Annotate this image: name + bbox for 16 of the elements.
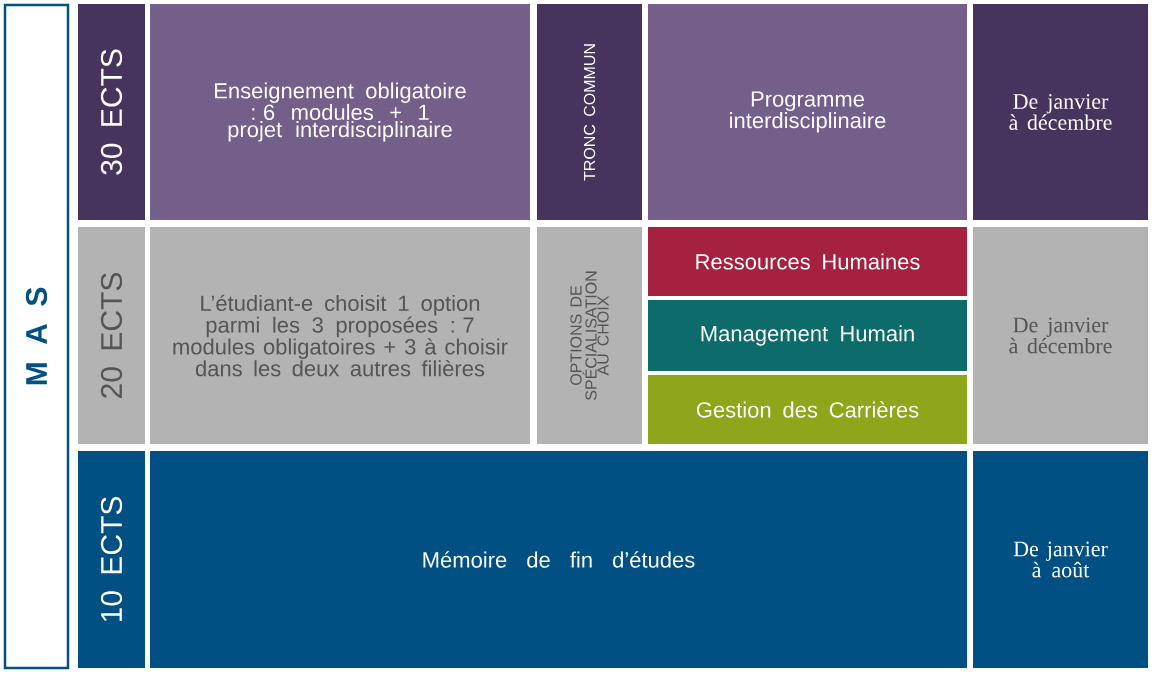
period-box: De janvier à décembre [973,227,1148,444]
credit-box: 20 ECTS [78,227,145,444]
category-box: TRONC COMMUN [537,4,642,220]
category-box: OPTIONS DE SPÉCIALISATION AU CHOIX [537,227,642,444]
content-box: Mémoire de fin d’études [150,451,967,668]
option-box: Management Humain [648,300,967,371]
vertical-title-box: M A S [3,3,70,670]
content-box: Enseignement obligatoire : 6 modules + 1 projet interdisciplinaire [150,4,530,220]
credit-box: 10 ECTS [78,451,145,668]
period-box: De janvier à août [973,451,1148,668]
option-box: Ressources Humaines [648,227,967,296]
credit-box: 30 ECTS [78,4,145,220]
option-box: Gestion des Carrières [648,375,967,444]
content-box: Programme interdisciplinaire [648,4,967,220]
content-box: L’étudiant-e choisit 1 option parmi les 3 proposées : 7 modules obligatoires + 3 à choisir dans les deux autres filières [150,227,530,444]
period-box: De janvier à décembre [973,4,1148,220]
